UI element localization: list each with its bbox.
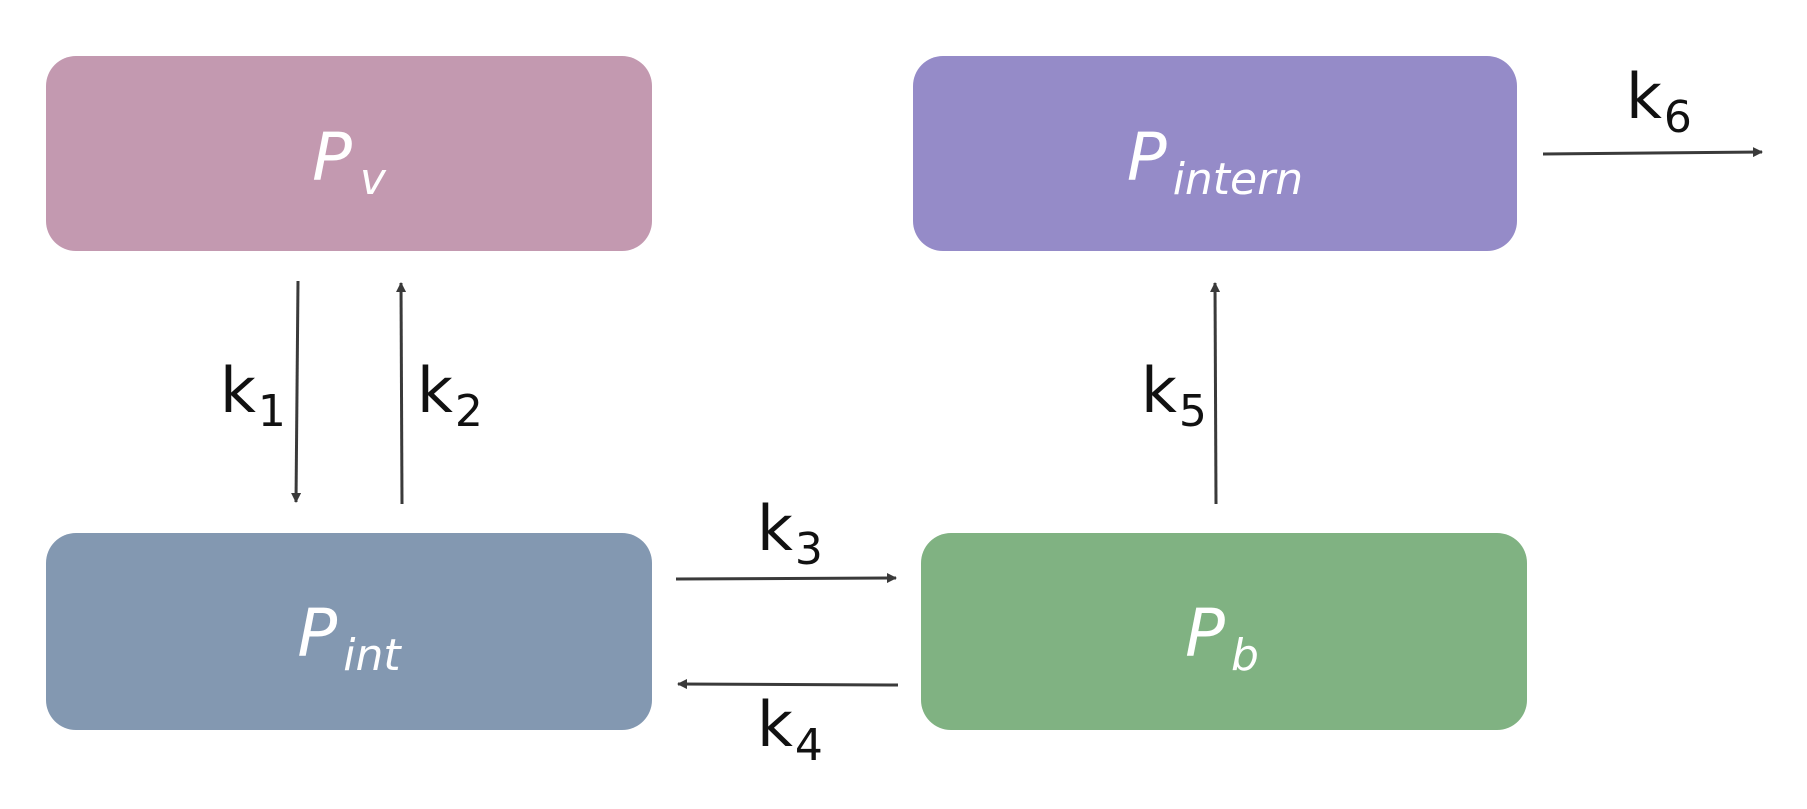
compartment-pintern-box xyxy=(913,56,1517,251)
compartment-pint-box xyxy=(46,533,652,730)
rate-label-k1: k1 xyxy=(220,354,286,437)
arrow-k2 xyxy=(396,282,407,505)
compartment-pv-box xyxy=(46,56,652,251)
arrow-k5 xyxy=(1210,282,1221,505)
rate-label-k2: k2 xyxy=(417,354,483,437)
rate-label-k4: k4 xyxy=(757,688,823,771)
arrow-k4 xyxy=(677,679,899,690)
rate-label-k6: k6 xyxy=(1626,60,1692,143)
arrow-k1 xyxy=(291,280,302,503)
compartment-pb-box xyxy=(921,533,1527,730)
arrow-k6 xyxy=(1542,147,1763,158)
rate-label-k5: k5 xyxy=(1141,354,1207,437)
rate-label-k3: k3 xyxy=(757,492,823,575)
arrow-k3 xyxy=(675,573,897,584)
